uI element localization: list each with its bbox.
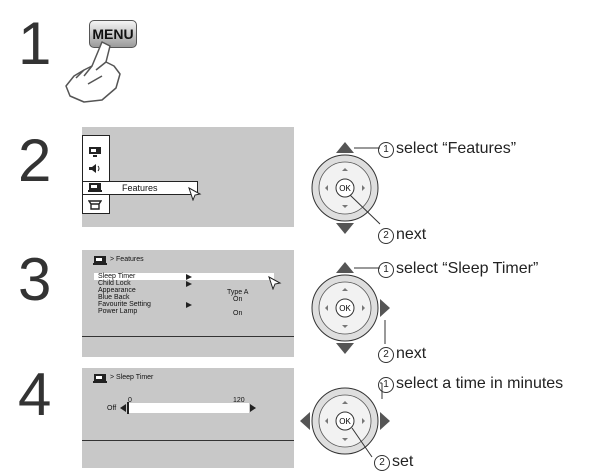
picture-icon: [89, 147, 101, 157]
value-blue-back: On: [233, 296, 243, 303]
sleep-timer-slider[interactable]: [127, 403, 249, 413]
features-icon: [88, 183, 102, 192]
step-number-2: 2: [18, 127, 52, 194]
cursor-arrow-icon: [268, 276, 282, 290]
slider-thumb[interactable]: [127, 402, 129, 414]
step-number-3: 3: [18, 246, 52, 313]
menu-screen-panel: Features: [82, 127, 294, 227]
divider: [82, 336, 294, 337]
svg-text:OK: OK: [339, 417, 351, 426]
slider-left-arrow-icon: [120, 404, 126, 412]
submenu-arrow-icon: [186, 302, 192, 308]
remote-dpad-left-right[interactable]: OK: [296, 375, 394, 467]
svg-text:OK: OK: [339, 184, 351, 193]
instruction-text: next: [396, 226, 427, 243]
features-screen-panel: > Features Sleep Timer Child Lock Appear…: [82, 250, 294, 357]
submenu-arrow-icon: [186, 274, 192, 280]
menu-row-favourite-setting[interactable]: Favourite Setting: [98, 301, 151, 308]
circled-number-2: 2: [378, 228, 394, 244]
circled-number-2: 2: [378, 347, 394, 363]
menu-row-sleep-timer[interactable]: Sleep Timer: [98, 273, 136, 280]
circled-number-2: 2: [374, 455, 390, 471]
menu-row-blue-back[interactable]: Blue Back: [98, 294, 130, 301]
menu-row-child-lock[interactable]: Child Lock: [98, 280, 131, 287]
sleep-timer-screen-panel: > Sleep Timer 0 120 Off: [82, 368, 294, 468]
value-appearance: Type A: [227, 289, 249, 296]
circled-number-1: 1: [378, 142, 394, 158]
step-number-4: 4: [18, 361, 52, 428]
svg-text:OK: OK: [339, 304, 351, 313]
instruction-text: select a time in minutes: [396, 375, 564, 392]
instruction-text: select “Features”: [396, 140, 517, 157]
step-number-1: 1: [18, 10, 52, 77]
divider: [82, 440, 294, 441]
pressing-hand-icon: [65, 41, 121, 103]
remote-dpad-up-down[interactable]: OK: [296, 140, 394, 236]
breadcrumb: > Features: [110, 256, 144, 263]
instruction-text: set: [392, 453, 414, 470]
slider-right-arrow-icon: [250, 404, 256, 412]
menu-item-features[interactable]: Features: [122, 183, 158, 193]
sound-icon: [89, 164, 100, 173]
menu-row-appearance[interactable]: Appearance: [98, 287, 136, 294]
features-icon: [93, 374, 107, 383]
instruction-text: select “Sleep Timer”: [396, 260, 539, 277]
submenu-arrow-icon: [186, 281, 192, 287]
selected-row-highlight: [94, 273, 274, 280]
remote-dpad-up-down-right[interactable]: OK: [296, 260, 394, 356]
value-power-lamp: On: [233, 310, 243, 317]
menu-highlight-features[interactable]: [82, 181, 198, 195]
circled-number-1: 1: [378, 262, 394, 278]
setup-icon: [88, 200, 102, 210]
features-icon: [93, 256, 107, 265]
menu-button[interactable]: MENU: [89, 20, 137, 48]
slider-min-label: 0: [128, 397, 132, 404]
circled-number-1: 1: [378, 377, 394, 393]
instruction-text: next: [396, 345, 427, 362]
menu-row-power-lamp[interactable]: Power Lamp: [98, 308, 138, 315]
cursor-arrow-icon: [188, 187, 202, 201]
breadcrumb: > Sleep Timer: [110, 374, 154, 381]
slider-max-label: 120: [233, 397, 245, 404]
off-label: Off: [107, 405, 117, 412]
